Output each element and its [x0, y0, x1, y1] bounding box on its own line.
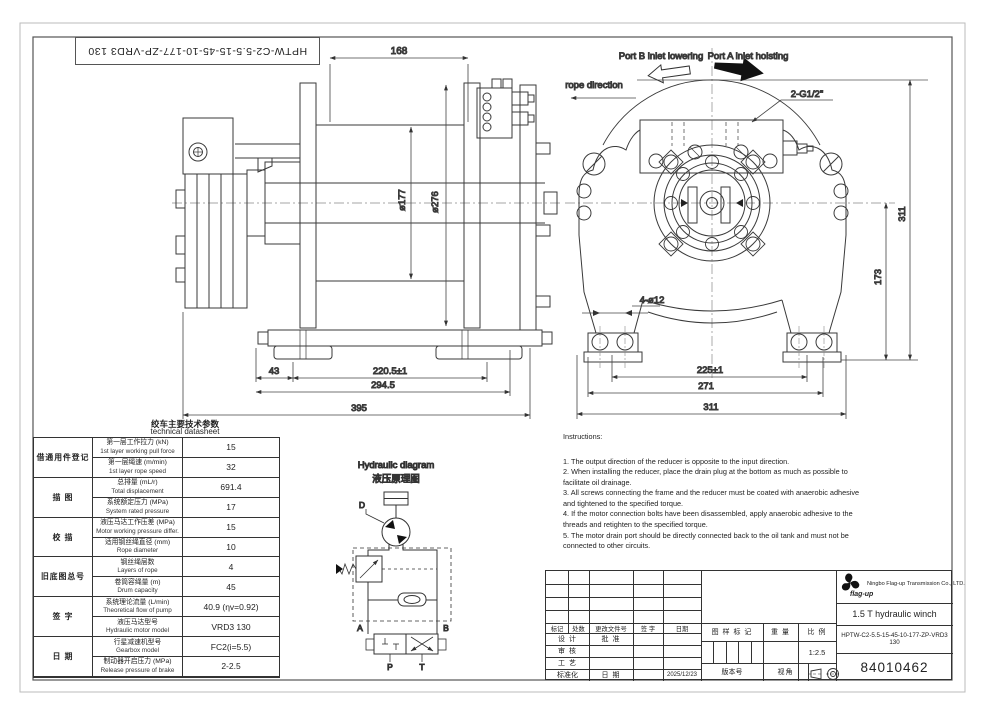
col-date-label: 日期	[675, 625, 689, 633]
dim-foot-offset: 43	[269, 366, 280, 377]
margin-label: 旧底图总号	[34, 557, 93, 598]
param-desc: 卷筒容绳量 (m)Drum capacity	[93, 577, 183, 598]
product-name: 1.5 T hydraulic winch	[852, 609, 937, 619]
margin-label: 借通用件登记	[34, 438, 93, 478]
dim-flange-dia: ø276	[430, 191, 441, 213]
datasheet-title-cn: 绞车主要技术参数	[150, 419, 219, 429]
param-value: 4	[183, 557, 279, 578]
scale-value: 1:2.5	[808, 647, 826, 657]
corner-model-label: HPTW-C2-5.5-15-45-10-177-ZP-VRD3 130	[87, 45, 308, 57]
standardize-label: 标准化	[557, 672, 578, 679]
label-rope-direction: rope direction	[565, 80, 623, 91]
dim-bolt-span-front: 225±1	[697, 365, 723, 376]
margin-label: 描 图	[34, 477, 93, 518]
col-sign-label: 签 字	[640, 625, 656, 633]
weight-label: 重 量	[771, 629, 790, 636]
param-desc: 系统额定压力 (MPa)System rated pressure	[93, 497, 183, 518]
param-value: 32	[183, 458, 279, 478]
date-value: 2025/12/23	[666, 672, 698, 678]
dim-drum-width: 168	[391, 46, 408, 57]
param-value: 691.4	[183, 478, 279, 498]
param-value: 15	[183, 438, 279, 458]
side-view-drawing: 168 ø177 ø276 43 220.5±1 294.5 395	[172, 46, 560, 419]
instruction-item: 5. The motor drain port should be direct…	[563, 530, 849, 551]
margin-label: 校 描	[34, 517, 93, 558]
scale-label: 比 例	[807, 629, 827, 636]
dim-overall-height: 311	[897, 206, 908, 221]
param-desc: 制动器开启压力 (MPa)Release pressure of brake	[93, 656, 183, 677]
hydraulic-t-label: T	[419, 662, 424, 672]
margin-label: 签 字	[34, 597, 93, 638]
instruction-item: 4. If the motor connection bolts have be…	[563, 509, 853, 530]
col-count-label: 处数	[572, 625, 585, 633]
label-port-b: Port B inlet lowering	[619, 51, 703, 62]
corner-model-box: HPTW-C2-5.5-15-45-10-177-ZP-VRD3 130	[75, 37, 320, 65]
hydraulic-title-cn: 液压原理图	[372, 473, 420, 485]
hydraulic-port-a-label: A	[357, 623, 363, 633]
projection-symbol-icon	[808, 667, 841, 681]
param-value: FC2(i=5.5)	[183, 637, 279, 657]
param-value: 15	[183, 518, 279, 538]
hydraulic-title-en: Hydraulic diagram	[358, 460, 435, 471]
approve-label: 批 准	[601, 636, 621, 643]
param-desc: 第一层绳速 (m/min)1st layer rope speed	[93, 457, 183, 478]
dim-overall-length: 395	[351, 403, 367, 414]
brand-name: flag-up	[850, 591, 874, 598]
dim-frame-width: 271	[698, 381, 714, 392]
model-number: HPTW-C2-5.5-15-45-10-177-ZP-VRD3 130	[841, 632, 948, 646]
param-value: 10	[183, 538, 279, 558]
hydraulic-drain-label: D	[359, 500, 365, 510]
date-label: 日 期	[601, 672, 621, 679]
sheet-frame	[19, 22, 966, 693]
param-value: VRD3 130	[183, 617, 279, 638]
param-value: 40.9 (ηv=0.92)	[183, 597, 279, 618]
param-desc: 第一层工作拉力 (kN)1st layer working pull force	[93, 438, 183, 458]
company-cell: flag-up Ningbo Flag-up Transmission Co.,…	[836, 571, 965, 603]
datasheet-title: 绞车主要技术参数 technical datasheet	[70, 420, 300, 436]
param-desc: 适用钢丝绳直径 (mm)Rope diameter	[93, 537, 183, 558]
check-label: 审 核	[558, 648, 577, 655]
dim-foot-height: 173	[873, 269, 884, 285]
dim-bolt-span-side: 220.5±1	[373, 366, 407, 377]
datasheet-table: 借通用件登记 第一层工作拉力 (kN)1st layer working pul…	[33, 437, 280, 678]
dim-frame-length: 294.5	[371, 380, 395, 391]
front-view-drawing: Port B inlet lowering Port A inlet hoist…	[565, 48, 928, 419]
label-mount-holes: 4-ø12	[640, 295, 665, 306]
hydraulic-p-label: P	[387, 662, 393, 672]
instruction-item: 1. The output direction of the reducer i…	[563, 456, 790, 466]
param-desc: 系统理论流量 (L/min)Theoretical flow of pump	[93, 597, 183, 618]
version-label: 版本号	[721, 669, 743, 676]
label-port-a: Port A inlet hoisting	[708, 51, 789, 62]
instruction-item: 2. When installing the reducer, place th…	[563, 467, 848, 487]
dim-overall-width: 311	[703, 402, 718, 413]
label-ports-thread: 2-G1/2"	[791, 89, 823, 100]
param-desc: 总排量 (mL/r)Total displacement	[93, 477, 183, 498]
param-desc: 液压马达工作压差 (MPa)Motor working pressure dif…	[93, 517, 183, 538]
company-name: Ningbo Flag-up Transmission Co., LTD.	[867, 581, 965, 587]
title-block: 标记 处数 更改文件号 签 字 日期 设 计 批 准 审 核 工 艺 标准化 日…	[545, 570, 965, 681]
hydraulic-schematic: Hydraulic diagram 液压原理图	[336, 460, 452, 673]
instructions-title: Instructions:	[563, 432, 603, 441]
view-angle-label: 视角	[777, 669, 794, 676]
param-value: 45	[183, 577, 279, 598]
flag-up-logo-icon	[839, 573, 861, 598]
design-label: 设 计	[558, 636, 577, 643]
instructions-block: Instructions: 1. The output direction of…	[563, 432, 868, 552]
drawing-number: 84010462	[860, 659, 929, 675]
process-label: 工 艺	[558, 660, 577, 667]
col-change-doc-label: 更改文件号	[595, 625, 627, 633]
dim-drum-dia: ø177	[397, 189, 408, 211]
margin-label: 日 期	[34, 637, 93, 677]
col-mark-label: 标记	[550, 625, 564, 633]
param-value: 17	[183, 498, 279, 518]
datasheet-title-en: technical datasheet	[150, 427, 220, 436]
param-value: 2-2.5	[183, 657, 279, 677]
pattern-mark-label: 图 样 标 记	[711, 629, 753, 636]
instruction-item: 3. All screws connecting the frame and t…	[563, 488, 860, 508]
hydraulic-port-b-label: B	[443, 623, 449, 633]
